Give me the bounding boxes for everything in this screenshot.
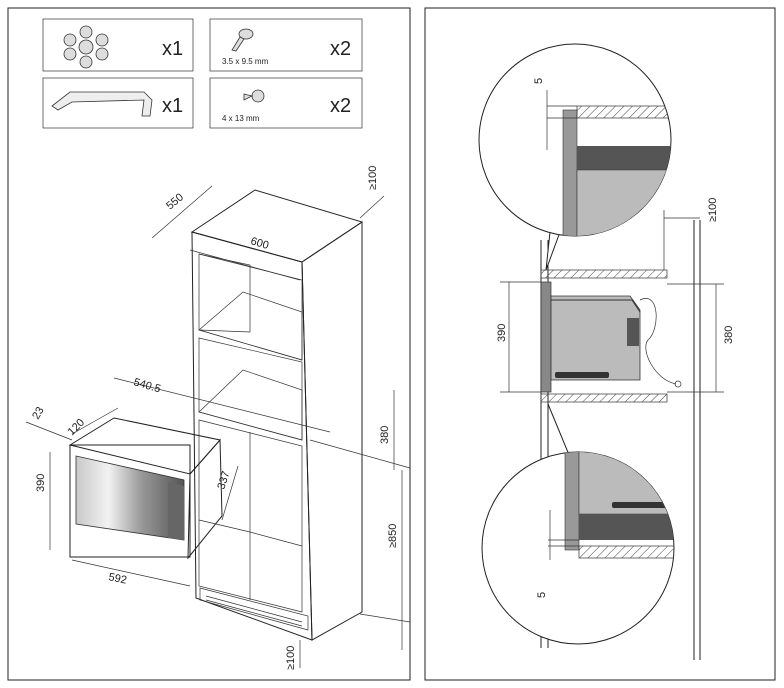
parts-box-trim: x1 — [42, 77, 194, 129]
dim-337: 337 — [215, 470, 232, 491]
left-dimension-lines — [25, 185, 411, 668]
top-detail-dim-5: 5 — [533, 78, 545, 84]
bottom-detail-circle: 5 — [481, 403, 675, 645]
dim-380: 380 — [379, 426, 391, 444]
qty-screws-small: x2 — [330, 38, 351, 60]
dim-120: 120 — [66, 417, 87, 438]
parts-box-screws-anchor: 4 x 13 mm x2 — [209, 77, 363, 129]
screw-small-caption: 3.5 x 9.5 mm — [222, 57, 269, 66]
qty-knobs: x1 — [162, 38, 183, 60]
dim-550: 550 — [164, 191, 186, 212]
dim-600: 600 — [249, 235, 270, 252]
left-panel-frame — [7, 7, 411, 681]
qty-trim: x1 — [162, 95, 183, 117]
qty-screws-anchor: x2 — [330, 95, 351, 117]
lower-shelf — [540, 393, 668, 403]
dim-100-bottom: ≥100 — [285, 646, 297, 670]
right-panel-frame — [424, 7, 776, 681]
knob-rings-icon — [63, 25, 109, 69]
built-in-oven — [68, 417, 223, 560]
screw-anchor-icon — [243, 89, 265, 103]
dim-100-top: ≥100 — [367, 166, 379, 190]
screw-icon — [231, 28, 254, 52]
right-dim-100: ≥100 — [707, 198, 719, 222]
oven-side-view — [540, 281, 682, 393]
parts-box-knobs: x1 — [42, 18, 194, 72]
dim-540-5: 540.5 — [132, 376, 162, 395]
upper-shelf — [540, 269, 668, 279]
dim-23: 23 — [30, 405, 47, 422]
right-dimension-lines — [500, 210, 724, 393]
bottom-detail-dim-5: 5 — [536, 592, 548, 598]
right-dim-390: 390 — [496, 324, 508, 342]
dim-390: 390 — [35, 474, 47, 492]
screw-anchor-caption: 4 x 13 mm — [222, 114, 260, 123]
dim-592: 592 — [107, 571, 127, 587]
trim-strip-icon — [51, 91, 153, 117]
parts-box-screws-small: 3.5 x 9.5 mm x2 — [209, 18, 363, 72]
right-dim-380: 380 — [723, 326, 735, 344]
dim-850: ≥850 — [387, 524, 399, 548]
wall-section — [693, 220, 701, 660]
